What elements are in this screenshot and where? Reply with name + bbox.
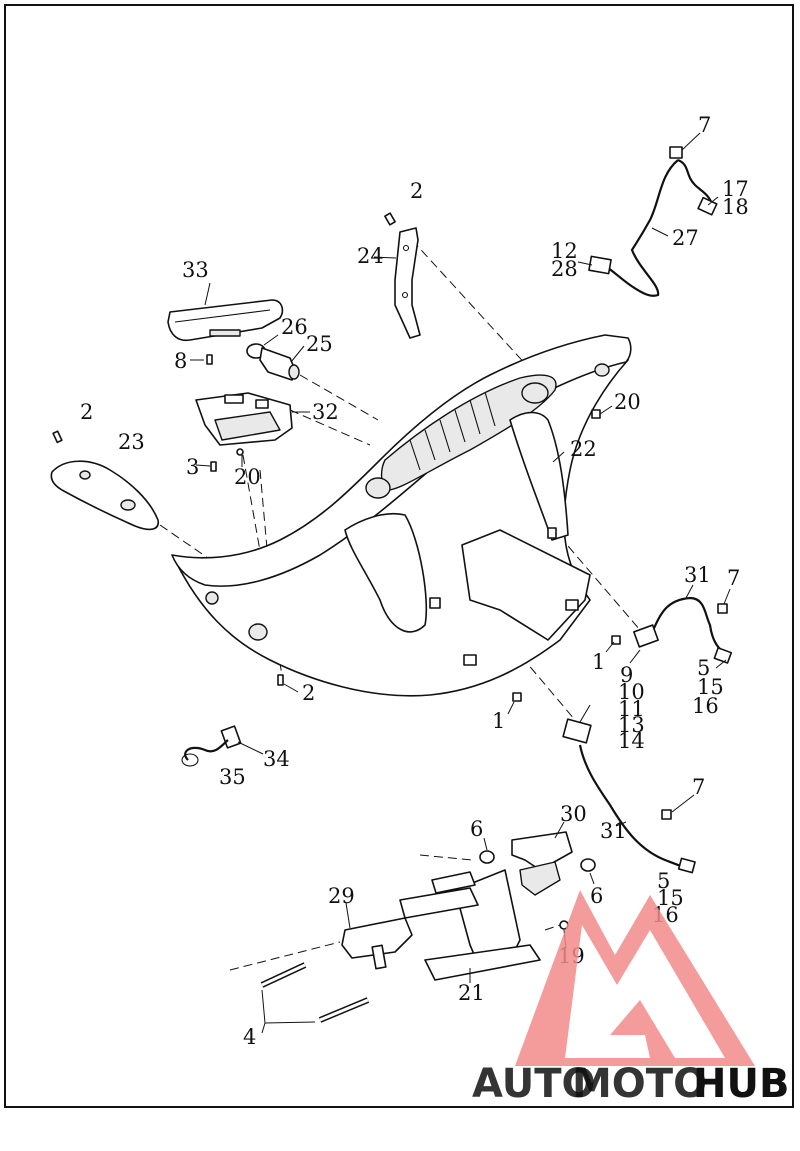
callout-8: 8: [174, 349, 187, 373]
bracket-24: [394, 227, 421, 339]
callout-15: 15: [657, 886, 684, 910]
harness-27: [588, 146, 718, 297]
storage-lid-33: [167, 299, 284, 342]
callout-9: 9: [620, 663, 633, 687]
callout-33: 33: [182, 258, 209, 282]
callout-27: 27: [672, 226, 699, 250]
callout-12: 12: [551, 239, 578, 263]
callout-15: 15: [697, 675, 724, 699]
callout-21: 21: [458, 981, 485, 1005]
bolts-4: [260, 962, 370, 1023]
callout-2: 2: [302, 681, 315, 705]
callout-31: 31: [600, 819, 627, 843]
left-cover-23: [50, 460, 159, 531]
watermark-auto: AUTO: [472, 1061, 596, 1107]
callout-16: 16: [692, 694, 719, 718]
callout-31: 31: [684, 563, 711, 587]
callout-7: 7: [692, 775, 705, 799]
grille-slats: [409, 391, 496, 471]
callout-20: 20: [614, 390, 641, 414]
callout-labels: 7 17 18 2 27 12 28 24 33 26 25 8 20 2 32…: [80, 113, 749, 1049]
callout-17: 17: [722, 177, 749, 201]
callout-26: 26: [281, 315, 308, 339]
callout-20: 20: [234, 465, 261, 489]
callout-14: 14: [618, 729, 645, 753]
callout-3: 3: [186, 455, 199, 479]
callout-25: 25: [306, 332, 333, 356]
callout-7: 7: [698, 113, 711, 137]
lock-cylinder-25-26: [246, 343, 300, 381]
watermark-logo: AUTO MOTO HUB: [472, 890, 789, 1107]
callout-1: 1: [492, 709, 505, 733]
callout-29: 29: [328, 884, 355, 908]
callout-22: 22: [570, 437, 597, 461]
callout-4: 4: [243, 1025, 256, 1049]
callout-7: 7: [727, 566, 740, 590]
callout-5: 5: [697, 656, 710, 680]
callout-2: 2: [80, 400, 93, 424]
callout-13: 13: [618, 713, 645, 737]
callout-24: 24: [357, 244, 384, 268]
callout-28: 28: [551, 257, 578, 281]
callout-11: 11: [618, 697, 645, 721]
callout-18: 18: [722, 195, 749, 219]
leader-lines: [190, 132, 731, 1034]
harness-31-low: [562, 718, 696, 874]
callout-6: 6: [590, 884, 603, 908]
callout-30: 30: [560, 802, 587, 826]
callout-23: 23: [118, 430, 145, 454]
watermark-triangle-icon: [515, 890, 755, 1066]
bracket-assembly-21-29-30: [260, 831, 596, 1023]
callout-2: 2: [410, 179, 423, 203]
callout-34: 34: [263, 747, 290, 771]
callout-1: 1: [592, 650, 605, 674]
callout-6: 6: [470, 817, 483, 841]
callout-10: 10: [618, 680, 645, 704]
diagram-frame: [4, 4, 794, 1108]
clip-34-tie-35: [181, 725, 242, 767]
callout-5: 5: [657, 869, 670, 893]
callout-35: 35: [219, 765, 246, 789]
inner-fairing: [171, 334, 632, 697]
latch-module-32: [195, 392, 293, 456]
watermark-moto: MOTO: [572, 1061, 707, 1107]
watermark-hub: HUB: [693, 1061, 789, 1107]
harness-31-mid: [633, 596, 733, 664]
callout-32: 32: [312, 400, 339, 424]
